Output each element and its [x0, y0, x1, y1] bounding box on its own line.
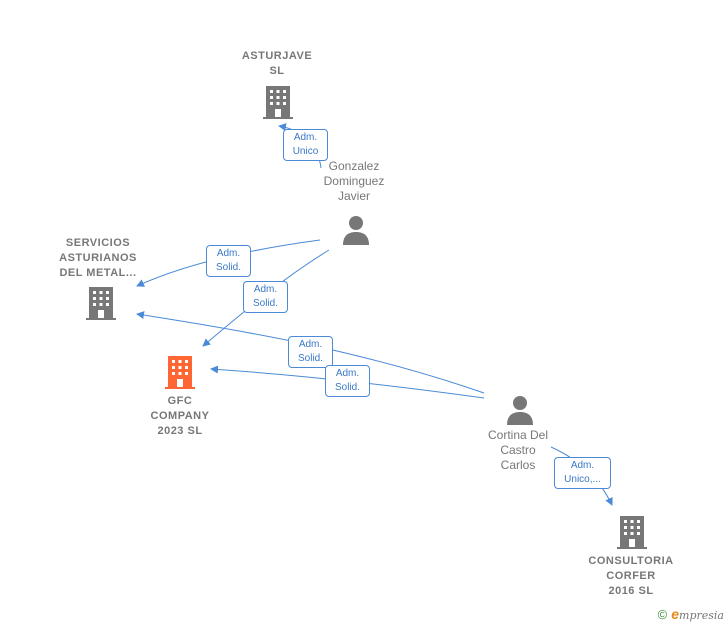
brand-initial: e [671, 606, 680, 622]
node-label: CONSULTORIA CORFER 2016 SL [588, 555, 674, 597]
edge-label-adm-solid[interactable]: Adm. Solid. [288, 336, 333, 368]
copyright-icon: © [657, 607, 668, 622]
building-icon [86, 287, 116, 320]
node-gonzalez[interactable]: Gonzalez Dominguez Javier [304, 159, 404, 204]
building-icon [617, 516, 647, 549]
node-label: Gonzalez Dominguez Javier [323, 159, 385, 203]
node-servicios[interactable]: SERVICIOS ASTURIANOS DEL METAL... [48, 236, 148, 281]
node-label: Cortina Del Castro Carlos [487, 428, 549, 472]
building-icon [165, 356, 195, 389]
node-cortina[interactable]: Cortina Del Castro Carlos [468, 428, 568, 473]
node-label: GFC COMPANY 2023 SL [150, 395, 210, 437]
edge-label-adm-solid[interactable]: Adm. Solid. [243, 281, 288, 313]
edge-label-adm-unico[interactable]: Adm. Unico [283, 129, 328, 161]
footer-brand: ©empresia [658, 606, 724, 622]
edge-label-adm-solid[interactable]: Adm. Solid. [325, 365, 370, 397]
edge-label-adm-unico-more[interactable]: Adm. Unico,... [554, 457, 611, 489]
person-icon [343, 216, 369, 245]
node-consultoria[interactable]: CONSULTORIA CORFER 2016 SL [578, 554, 684, 599]
building-icon [263, 86, 293, 119]
node-asturjave[interactable]: ASTURJAVE SL [226, 49, 328, 79]
node-gfc[interactable]: GFC COMPANY 2023 SL [130, 394, 230, 439]
edge-label-adm-solid[interactable]: Adm. Solid. [206, 245, 251, 277]
node-label: SERVICIOS ASTURIANOS DEL METAL... [59, 237, 137, 279]
person-icon [507, 396, 533, 425]
node-label: ASTURJAVE SL [241, 50, 313, 77]
brand-name: mpresia [679, 609, 724, 622]
